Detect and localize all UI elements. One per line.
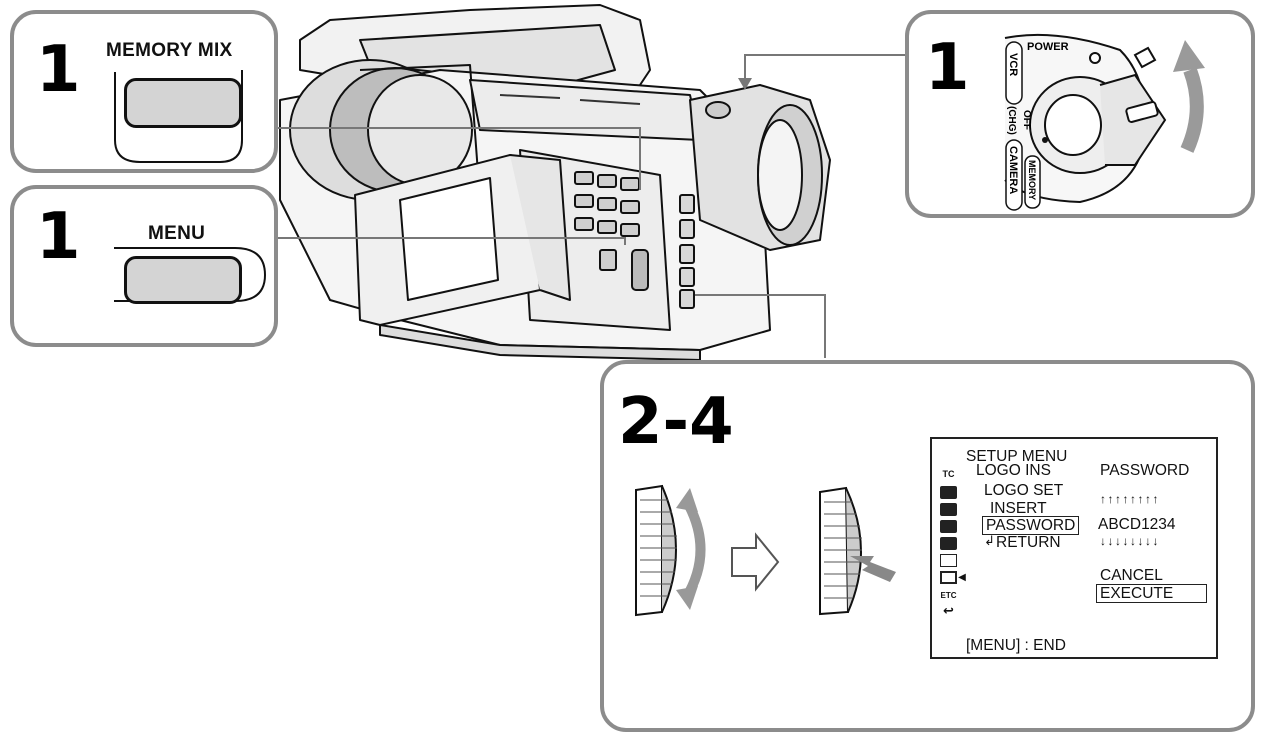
selection-pointer-icon: ◀ [958, 572, 966, 583]
memory-mix-button[interactable] [124, 78, 242, 128]
dial-label-chg: (CHG) [1006, 106, 1017, 135]
others-icon [940, 554, 957, 567]
dial-label-memory: MEMORY [1027, 160, 1037, 200]
etc-icon: ETC [940, 591, 957, 600]
execute-option[interactable]: EXECUTE [1096, 584, 1207, 603]
menu-footer: [MENU] : END [966, 637, 1066, 654]
password-value: ABCD1234 [1098, 516, 1176, 533]
setup-icon [940, 571, 957, 584]
dial-label-power: POWER [1027, 41, 1069, 53]
memory-mix-label: MEMORY MIX [106, 40, 233, 61]
menu-item-logo-set[interactable]: LOGO SET [984, 482, 1064, 499]
password-down-arrows: ↓↓↓↓↓↓↓↓ [1100, 534, 1160, 548]
menu-label: MENU [148, 223, 206, 244]
menu-panel: 1 MENU [10, 185, 278, 347]
menu-item-return[interactable]: RETURN [996, 534, 1061, 551]
menu-item-password[interactable]: PASSWORD [982, 516, 1080, 535]
menu-button-guard [114, 247, 267, 302]
menu-return-glyph: ↲ [984, 533, 995, 548]
manual-icon [940, 486, 957, 499]
memory-mix-button-guard [114, 70, 243, 163]
power-switch-panel: 1 POWER VCR OFF (CHG) CAMERA MEMORY [905, 10, 1255, 218]
cm-icon [940, 537, 957, 550]
menu-title: SETUP MENU [966, 448, 1068, 465]
cancel-option[interactable]: CANCEL [1100, 567, 1163, 584]
vtr-icon [940, 520, 957, 533]
menu-item-insert[interactable]: INSERT [990, 500, 1047, 517]
power-dial-illustration: POWER VCR OFF (CHG) CAMERA MEMORY [1004, 33, 1205, 211]
camera-icon [940, 503, 957, 516]
password-up-arrows: ↑↑↑↑↑↑↑↑ [1100, 492, 1160, 506]
dial-label-vcr: VCR [1007, 53, 1019, 76]
step-number: 1 [36, 200, 81, 274]
menu-button[interactable] [124, 256, 242, 304]
dial-label-camera: CAMERA [1007, 146, 1019, 194]
tc-icon: TC [942, 469, 955, 479]
setup-menu-screen: SETUP MENU LOGO INS LOGO SET INSERT PASS… [930, 437, 1218, 659]
menu-item-logo-ins[interactable]: LOGO INS [976, 462, 1051, 479]
dial-label-off: OFF [1021, 110, 1032, 130]
step-number: 1 [925, 31, 970, 105]
return-arrow-icon: ↩ [943, 603, 954, 618]
step-number: 1 [36, 33, 81, 107]
memory-mix-panel: 1 MEMORY MIX [10, 10, 278, 173]
step-number: 2-4 [618, 385, 734, 459]
password-label: PASSWORD [1100, 462, 1190, 479]
